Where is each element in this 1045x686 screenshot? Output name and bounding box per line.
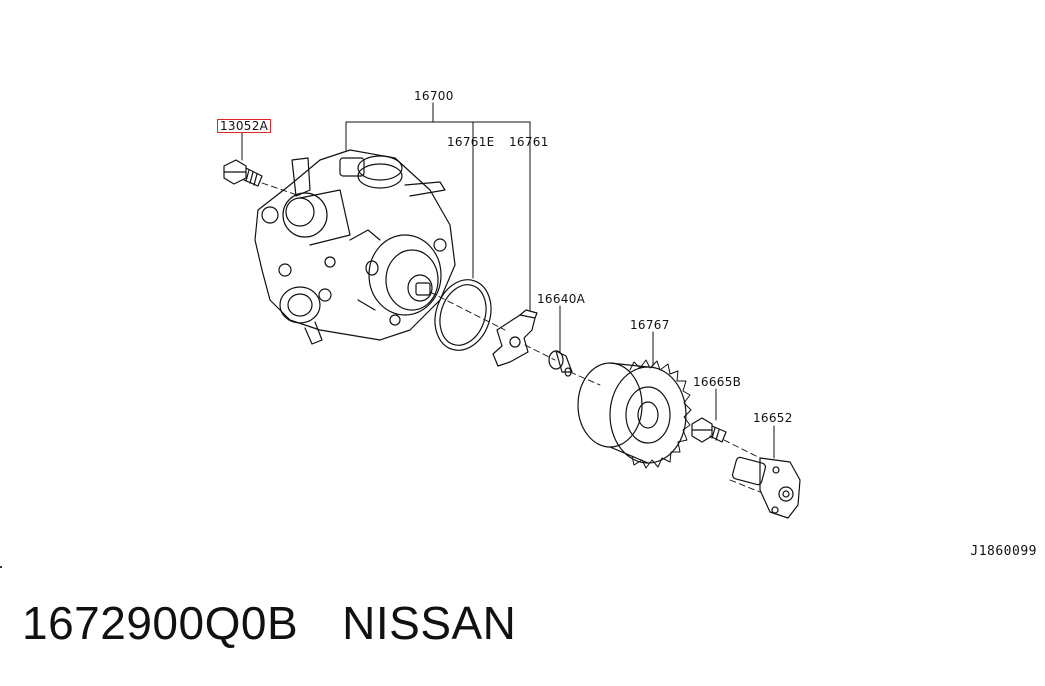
o-ring-16761e-icon xyxy=(434,279,492,351)
gear-teeth xyxy=(629,359,692,469)
part-label-16761e[interactable]: 16761E xyxy=(447,135,495,149)
part-label-16761[interactable]: 16761 xyxy=(509,135,549,149)
gear-16767-icon xyxy=(577,359,692,469)
part-label-16640a[interactable]: 16640A xyxy=(537,292,586,306)
part-label-16652[interactable]: 16652 xyxy=(753,411,793,425)
part-caption: 1672900Q0B NISSAN xyxy=(22,596,560,650)
assembly-axis xyxy=(261,182,761,493)
part-label-16767[interactable]: 16767 xyxy=(630,318,670,332)
caption-brand: NISSAN xyxy=(342,597,517,649)
part-label-13052a-highlighted[interactable]: 13052A xyxy=(217,119,272,133)
leader-lines xyxy=(241,102,775,459)
bolt-16665b-icon xyxy=(691,417,727,443)
coupling-16761-icon xyxy=(492,309,538,367)
fuel-pump-16700-icon xyxy=(254,149,456,345)
sensor-16652-icon xyxy=(731,456,801,519)
corner-mark xyxy=(0,566,2,568)
bolt-13052a-icon xyxy=(223,159,263,187)
part-label-16700[interactable]: 16700 xyxy=(414,89,454,103)
washer-16640a-icon xyxy=(548,350,573,377)
diagram-reference-code: J1860099 xyxy=(970,544,1037,559)
caption-part-number: 1672900Q0B xyxy=(22,597,299,649)
part-label-16665b[interactable]: 16665B xyxy=(693,375,742,389)
